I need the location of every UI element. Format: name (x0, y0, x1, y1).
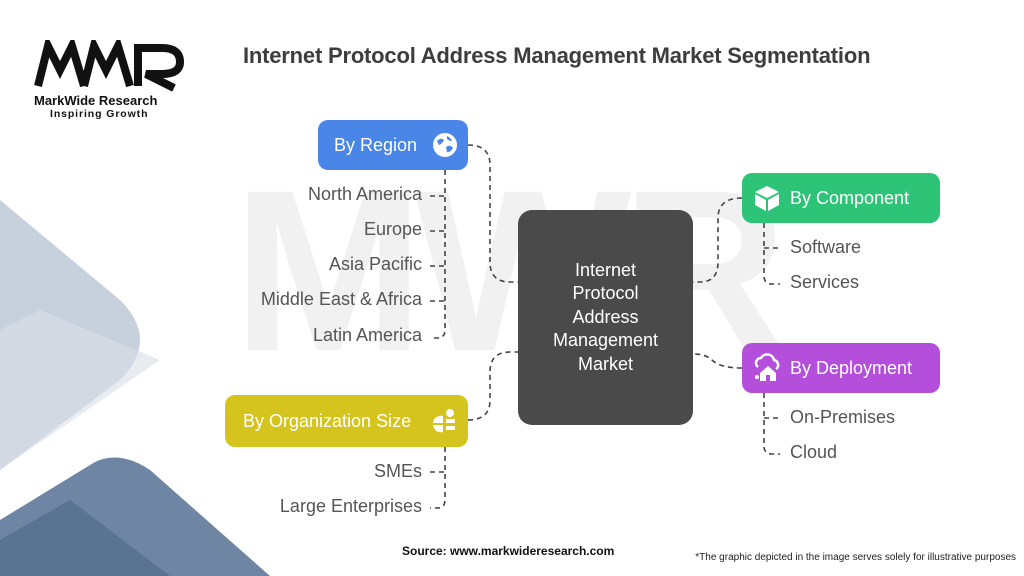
logo-tagline: Inspiring Growth (50, 108, 149, 120)
list-item: On-Premises (790, 407, 896, 427)
center-node: Internet Protocol Address Management Mar… (518, 210, 693, 425)
center-line: Internet (574, 259, 637, 280)
globe-icon (430, 130, 460, 160)
segment-organization: By Organization Size (225, 395, 468, 447)
svg-text:MWR: MWR (233, 142, 784, 399)
list-item: Latin America (312, 325, 422, 345)
segment-organization-label: By Organization Size (243, 410, 412, 431)
segment-component-label: By Component (790, 187, 910, 208)
cloud-home-icon (752, 353, 782, 383)
segment-deployment-label: By Deployment (790, 357, 913, 378)
box-icon (752, 183, 782, 213)
list-item: Europe (363, 219, 422, 239)
list-item: Services (790, 272, 860, 292)
source-text: Source: www.markwideresearch.com (402, 544, 615, 558)
list-item: Large Enterprises (279, 496, 422, 516)
list-item: Asia Pacific (328, 254, 422, 274)
markwide-logo (34, 40, 185, 92)
organization-icon (430, 406, 460, 436)
segment-deployment: By Deployment (742, 343, 940, 393)
list-item: SMEs (373, 461, 422, 481)
list-item: Cloud (790, 442, 838, 462)
center-line: Market (577, 353, 633, 374)
disclaimer-note: *The graphic depicted in the image serve… (695, 552, 1016, 563)
center-line: Address (572, 306, 639, 327)
list-item: Middle East & Africa (260, 289, 422, 309)
logo-name: MarkWide Research (34, 93, 158, 108)
list-item: Software (790, 237, 862, 257)
center-line: Management (552, 330, 659, 351)
center-line: Protocol (572, 283, 639, 304)
list-item: North America (307, 184, 422, 204)
segment-region-label: By Region (334, 134, 418, 155)
page-title: Internet Protocol Address Management Mar… (243, 43, 871, 68)
segment-region: By Region (318, 120, 468, 170)
segment-component: By Component (742, 173, 940, 223)
